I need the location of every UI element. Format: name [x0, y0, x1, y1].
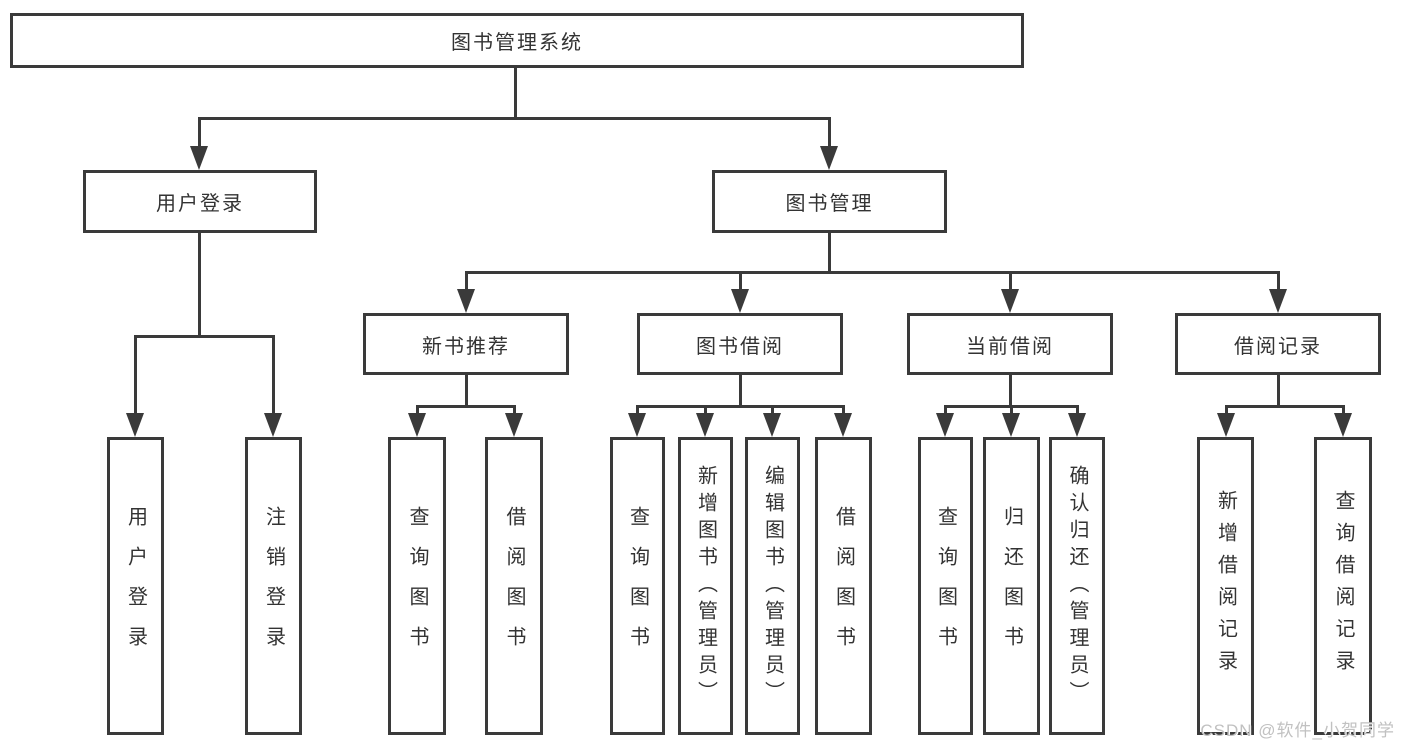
connector-drop-new-book-recommend — [465, 271, 468, 289]
arrow-down-icon — [820, 146, 838, 170]
node-library-management-system: 图书管理系统 — [10, 13, 1024, 68]
arrow-down-icon — [1269, 289, 1287, 313]
arrow-down-icon — [834, 413, 852, 437]
connector-drop-logout-leaf — [272, 335, 275, 413]
arrow-down-icon — [696, 413, 714, 437]
node-leaf-query-borrow-record: 查询借阅记录 — [1314, 437, 1372, 735]
node-label: 注销登录 — [262, 506, 285, 666]
node-label: 用户登录 — [124, 506, 147, 666]
node-label: 确认归还（管理员） — [1066, 464, 1088, 708]
node-label: 借阅记录 — [1234, 335, 1322, 358]
connector-drop — [771, 405, 774, 415]
node-leaf-borrow-book: 借阅图书 — [815, 437, 872, 735]
node-new-book-recommend: 新书推荐 — [363, 313, 569, 375]
node-leaf-query-book-recommend: 查询图书 — [388, 437, 446, 735]
node-book-management: 图书管理 — [712, 170, 947, 233]
connector-rail-new-book-recommend — [417, 405, 516, 408]
connector-stem-user-login — [198, 233, 201, 336]
node-label: 新书推荐 — [422, 335, 510, 358]
connector-drop-current-borrow — [1009, 271, 1012, 289]
node-label: 查询图书 — [406, 506, 428, 666]
node-label: 查询图书 — [934, 506, 957, 666]
node-label: 图书管理系统 — [451, 32, 583, 54]
node-label: 图书管理 — [785, 193, 874, 215]
node-book-borrow: 图书借阅 — [637, 313, 843, 375]
connector-stem-borrow-records — [1277, 375, 1280, 406]
node-label: 借阅图书 — [503, 506, 525, 666]
node-label: 查询图书 — [626, 506, 649, 666]
node-leaf-query-book-borrow: 查询图书 — [610, 437, 665, 735]
node-leaf-edit-book-admin: 编辑图书（管理员） — [745, 437, 800, 735]
connector-drop — [704, 405, 707, 415]
arrow-down-icon — [190, 146, 208, 170]
connector-drop — [842, 405, 845, 415]
node-label: 新增图书（管理员） — [694, 464, 717, 708]
connector-rail-book-borrow — [637, 405, 845, 408]
connector-drop — [416, 405, 419, 415]
csdn-watermark: CSDN @软件_小贺同学 — [1200, 721, 1395, 740]
connector-stem-book-borrow — [739, 375, 742, 406]
node-leaf-add-book-admin: 新增图书（管理员） — [678, 437, 733, 735]
connector-drop-book-borrow — [739, 271, 742, 289]
connector-stem-current-borrow — [1009, 375, 1012, 406]
connector-drop — [636, 405, 639, 415]
connector-rail-level3 — [466, 271, 1280, 274]
node-label: 查询借阅记录 — [1332, 490, 1354, 682]
connector-drop-book-management — [828, 117, 831, 146]
connector-drop-borrow-records — [1277, 271, 1280, 289]
arrow-down-icon — [126, 413, 144, 437]
connector-drop — [1225, 405, 1228, 415]
arrow-down-icon — [731, 289, 749, 313]
arrow-down-icon — [408, 413, 426, 437]
connector-drop — [1342, 405, 1345, 415]
connector-stem-new-book-recommend — [465, 375, 468, 406]
node-label: 图书借阅 — [696, 335, 784, 358]
node-leaf-borrow-book-recommend: 借阅图书 — [485, 437, 543, 735]
connector-drop — [1076, 405, 1079, 415]
connector-drop — [1010, 405, 1013, 415]
arrow-down-icon — [1217, 413, 1235, 437]
node-label: 借阅图书 — [832, 506, 855, 666]
node-label: 归还图书 — [1000, 506, 1023, 666]
connector-rail-user-login — [135, 335, 275, 338]
node-leaf-return-book: 归还图书 — [983, 437, 1040, 735]
node-label: 用户登录 — [156, 193, 244, 215]
arrow-down-icon — [1068, 413, 1086, 437]
node-user-login: 用户登录 — [83, 170, 317, 233]
arrow-down-icon — [763, 413, 781, 437]
node-borrow-records: 借阅记录 — [1175, 313, 1381, 375]
connector-drop-login-leaf — [134, 335, 137, 413]
connector-rail-borrow-records — [1226, 405, 1345, 408]
connector-drop — [513, 405, 516, 415]
arrow-down-icon — [1001, 289, 1019, 313]
arrow-down-icon — [1002, 413, 1020, 437]
arrow-down-icon — [628, 413, 646, 437]
node-leaf-user-login: 用户登录 — [107, 437, 164, 735]
connector-stem-book-management — [828, 233, 831, 272]
connector-drop — [944, 405, 947, 415]
arrow-down-icon — [1334, 413, 1352, 437]
node-leaf-add-borrow-record: 新增借阅记录 — [1197, 437, 1254, 735]
node-current-borrow: 当前借阅 — [907, 313, 1113, 375]
node-label: 当前借阅 — [966, 335, 1054, 358]
arrow-down-icon — [936, 413, 954, 437]
arrow-down-icon — [457, 289, 475, 313]
arrow-down-icon — [505, 413, 523, 437]
connector-stem-root — [514, 68, 517, 118]
connector-drop-user-login — [198, 117, 201, 146]
node-label: 编辑图书（管理员） — [761, 464, 784, 708]
node-leaf-logout: 注销登录 — [245, 437, 302, 735]
node-leaf-confirm-return-admin: 确认归还（管理员） — [1049, 437, 1105, 735]
arrow-down-icon — [264, 413, 282, 437]
node-label: 新增借阅记录 — [1214, 490, 1237, 682]
connector-rail-level2 — [199, 117, 831, 120]
node-leaf-query-book-current: 查询图书 — [918, 437, 973, 735]
